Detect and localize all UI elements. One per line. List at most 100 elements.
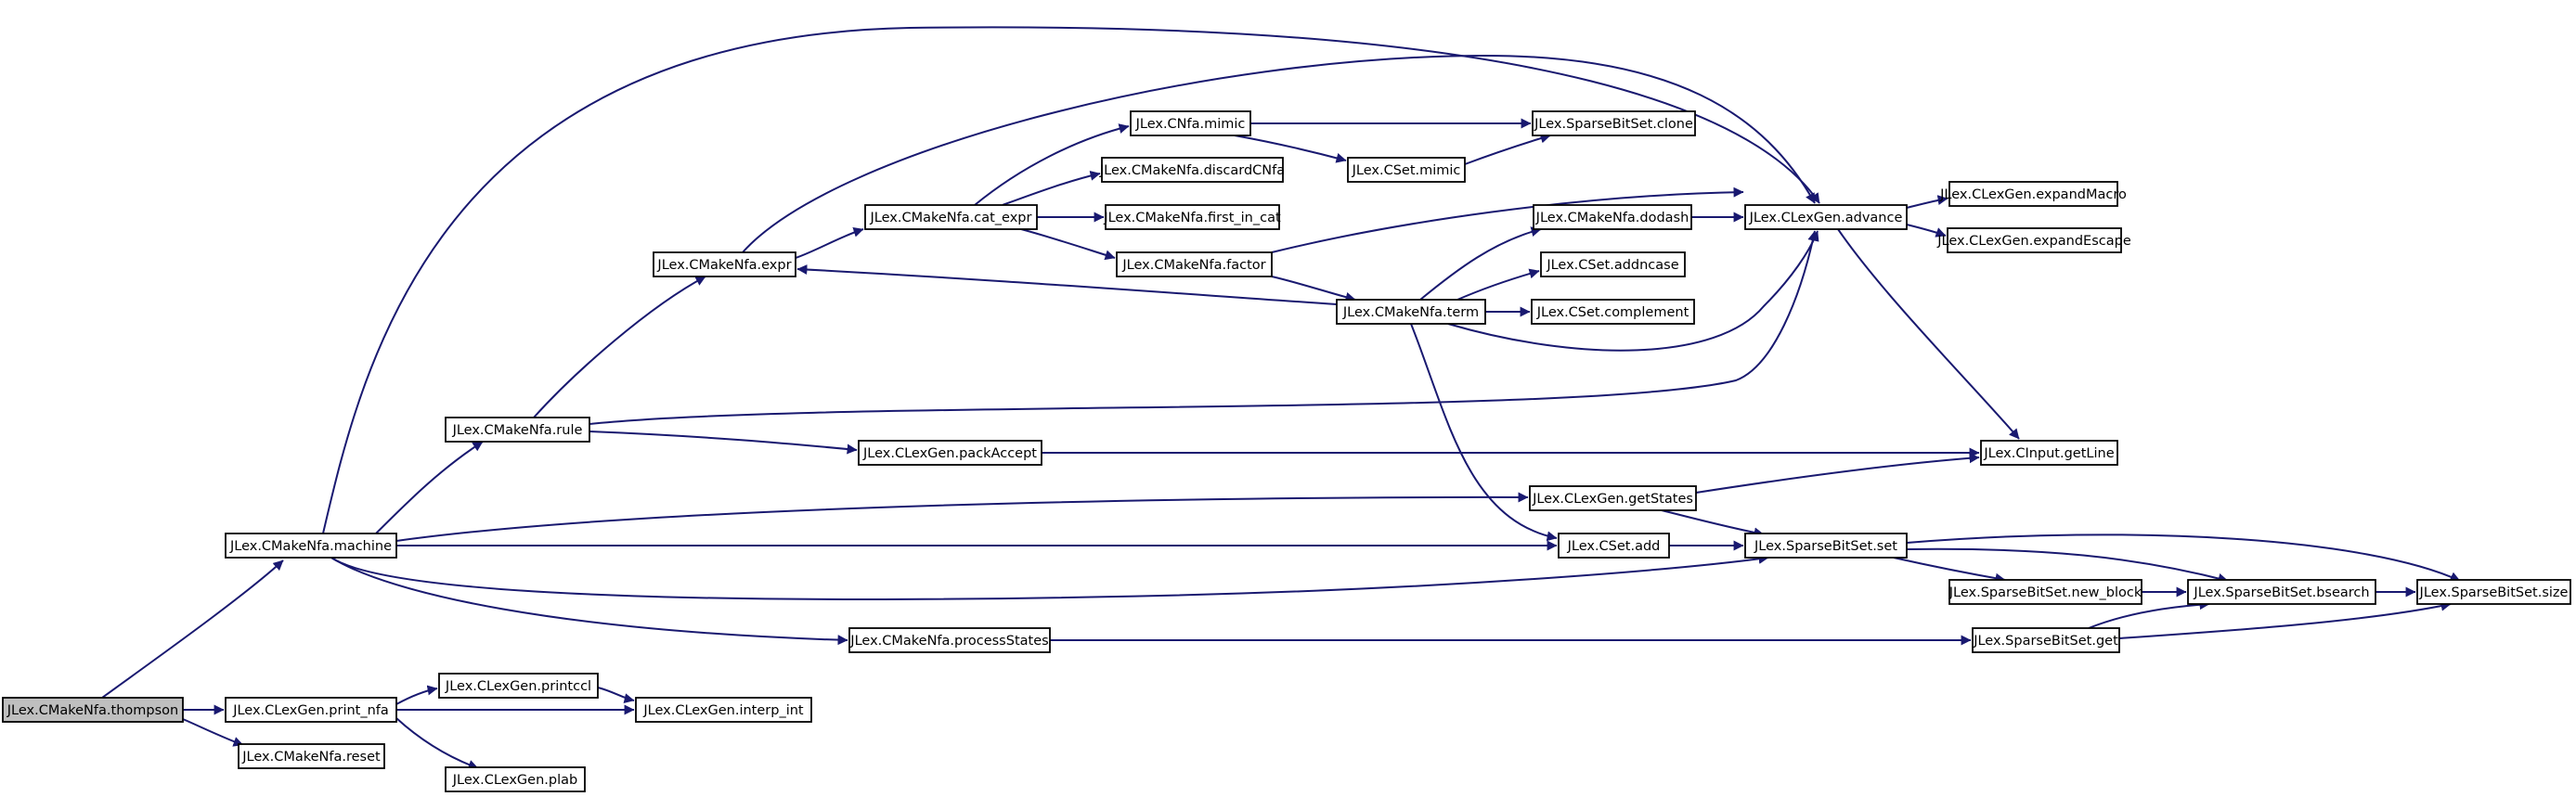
node-label: JLex.CSet.mimic <box>1352 163 1461 178</box>
node-label: JLex.SparseBitSet.size <box>2419 585 2569 600</box>
node-box <box>653 251 796 277</box>
node-label: JLex.CMakeNfa.factor <box>1121 258 1265 273</box>
edge-term-to-expr <box>796 264 1338 305</box>
node-first_in_cat[interactable]: JLex.CMakeNfa.first_in_cat <box>1103 204 1281 230</box>
node-box <box>445 766 586 792</box>
node-expr[interactable]: JLex.CMakeNfa.expr <box>653 251 796 277</box>
edge-thompson-to-machine <box>101 559 284 699</box>
edge-sbs_set-to-new_block <box>1893 557 2006 584</box>
node-box <box>1533 204 1692 230</box>
node-sbs_set[interactable]: JLex.SparseBitSet.set <box>1744 533 1908 559</box>
node-label: JLex.CMakeNfa.dodash <box>1535 211 1689 225</box>
edge-machine-to-getStates <box>395 492 1529 542</box>
node-label: JLex.SparseBitSet.new_block <box>1948 585 2142 600</box>
node-label: JLex.CNfa.mimic <box>1135 117 1246 132</box>
node-label: JLex.SparseBitSet.get <box>1973 634 2118 649</box>
edge-advance-to-getLine <box>1837 228 2020 440</box>
node-getLine[interactable]: JLex.CInput.getLine <box>1980 440 2118 466</box>
node-label: JLex.SparseBitSet.clone <box>1534 117 1693 132</box>
node-cset_add[interactable]: JLex.CSet.add <box>1558 533 1670 559</box>
node-label: JLex.CInput.getLine <box>1983 446 2114 461</box>
node-label: JLex.CMakeNfa.processStates <box>849 634 1048 649</box>
node-box <box>438 673 599 699</box>
node-expandMacro[interactable]: JLex.CLexGen.expandMacro <box>1939 181 2127 207</box>
node-interp_int[interactable]: JLex.CLexGen.interp_int <box>635 697 812 723</box>
node-label: JLex.CSet.addncase <box>1546 258 1678 273</box>
edge-expr-to-cat_expr <box>795 226 864 259</box>
node-cset_mimic[interactable]: JLex.CSet.mimic <box>1347 157 1466 183</box>
node-box <box>1529 485 1697 511</box>
edge-mimic-to-cset_mimic <box>1234 135 1347 163</box>
node-thompson[interactable]: JLex.CMakeNfa.thompson <box>2 697 184 723</box>
edge-rule-to-packAccept <box>589 431 858 455</box>
node-box <box>225 697 397 723</box>
node-reset[interactable]: JLex.CMakeNfa.reset <box>238 743 385 769</box>
node-label: JLex.CMakeNfa.rule <box>452 423 583 438</box>
edge-sbs_set-to-bsearch <box>1906 547 2229 584</box>
node-label: JLex.CMakeNfa.expr <box>656 258 791 273</box>
edge-cat_expr-to-mimic <box>974 123 1130 206</box>
edge-rule-to-advance <box>589 230 1819 425</box>
node-complement[interactable]: JLex.CSet.complement <box>1531 299 1695 325</box>
node-box <box>1948 579 2142 605</box>
edge-machine-to-sbs_set <box>330 553 1769 600</box>
node-dodash[interactable]: JLex.CMakeNfa.dodash <box>1533 204 1692 230</box>
node-expandEscape[interactable]: JLex.CLexGen.expandEscape <box>1936 227 2131 253</box>
edge-sbs_set-to-size <box>1906 533 2461 582</box>
node-box <box>635 697 812 723</box>
node-label: JLex.CLexGen.printccl <box>445 679 591 694</box>
node-box <box>1130 110 1251 136</box>
node-factor[interactable]: JLex.CMakeNfa.factor <box>1116 251 1273 277</box>
node-box <box>238 743 385 769</box>
node-box <box>445 417 590 443</box>
node-label: JLex.CLexGen.expandMacro <box>1939 187 2127 202</box>
node-box <box>1336 299 1486 325</box>
node-label: JLex.CMakeNfa.first_in_cat <box>1103 211 1281 225</box>
edge-cat_expr-to-factor <box>1020 228 1116 261</box>
edge-term-to-cset_add <box>1410 323 1558 542</box>
node-rule[interactable]: JLex.CMakeNfa.rule <box>445 417 590 443</box>
node-box <box>858 440 1042 466</box>
node-box <box>1105 204 1280 230</box>
node-label: JLex.CMakeNfa.thompson <box>6 703 178 718</box>
node-discardCNfa[interactable]: JLex.CMakeNfa.discardCNfa <box>1099 157 1285 183</box>
edge-factor-to-term <box>1271 276 1356 302</box>
edge-layer <box>101 26 2461 770</box>
node-bsearch[interactable]: JLex.SparseBitSet.bsearch <box>2187 579 2376 605</box>
node-box <box>1532 110 1696 136</box>
node-new_block[interactable]: JLex.SparseBitSet.new_block <box>1948 579 2142 605</box>
edge-machine-to-rule <box>375 441 484 534</box>
node-label: JLex.CLexGen.advance <box>1749 211 1903 225</box>
node-size[interactable]: JLex.SparseBitSet.size <box>2416 579 2571 605</box>
edge-print_nfa-to-plab <box>395 717 479 770</box>
node-label: JLex.CLexGen.expandEscape <box>1936 234 2131 249</box>
node-printccl[interactable]: JLex.CLexGen.printccl <box>438 673 599 699</box>
node-box <box>225 533 397 559</box>
node-sbs_clone[interactable]: JLex.SparseBitSet.clone <box>1532 110 1696 136</box>
edge-print_nfa-to-printccl <box>395 685 438 705</box>
node-box <box>1531 299 1695 325</box>
node-label: JLex.CLexGen.interp_int <box>642 703 804 718</box>
node-box <box>2 697 184 723</box>
edge-sbs_get-to-bsearch <box>2088 599 2210 629</box>
edge-advance-to-expandEscape <box>1906 224 1947 238</box>
edge-printccl-to-interp_int <box>597 687 635 704</box>
node-getStates[interactable]: JLex.CLexGen.getStates <box>1529 485 1697 511</box>
node-sbs_get[interactable]: JLex.SparseBitSet.get <box>1972 627 2120 653</box>
node-label: JLex.CMakeNfa.cat_expr <box>870 211 1032 225</box>
node-label: JLex.CSet.complement <box>1536 305 1689 320</box>
node-plab[interactable]: JLex.CLexGen.plab <box>445 766 586 792</box>
node-processStates[interactable]: JLex.CMakeNfa.processStates <box>848 627 1051 653</box>
node-print_nfa[interactable]: JLex.CLexGen.print_nfa <box>225 697 397 723</box>
node-box <box>1540 251 1686 277</box>
node-addncase[interactable]: JLex.CSet.addncase <box>1540 251 1686 277</box>
edge-rule-to-expr <box>533 276 706 418</box>
node-advance[interactable]: JLex.CLexGen.advance <box>1744 204 1908 230</box>
node-term[interactable]: JLex.CMakeNfa.term <box>1336 299 1486 325</box>
node-machine[interactable]: JLex.CMakeNfa.machine <box>225 533 397 559</box>
node-cat_expr[interactable]: JLex.CMakeNfa.cat_expr <box>864 204 1038 230</box>
node-mimic[interactable]: JLex.CNfa.mimic <box>1130 110 1251 136</box>
node-packAccept[interactable]: JLex.CLexGen.packAccept <box>858 440 1042 466</box>
node-box <box>1980 440 2118 466</box>
node-label: JLex.CLexGen.getStates <box>1532 492 1693 507</box>
